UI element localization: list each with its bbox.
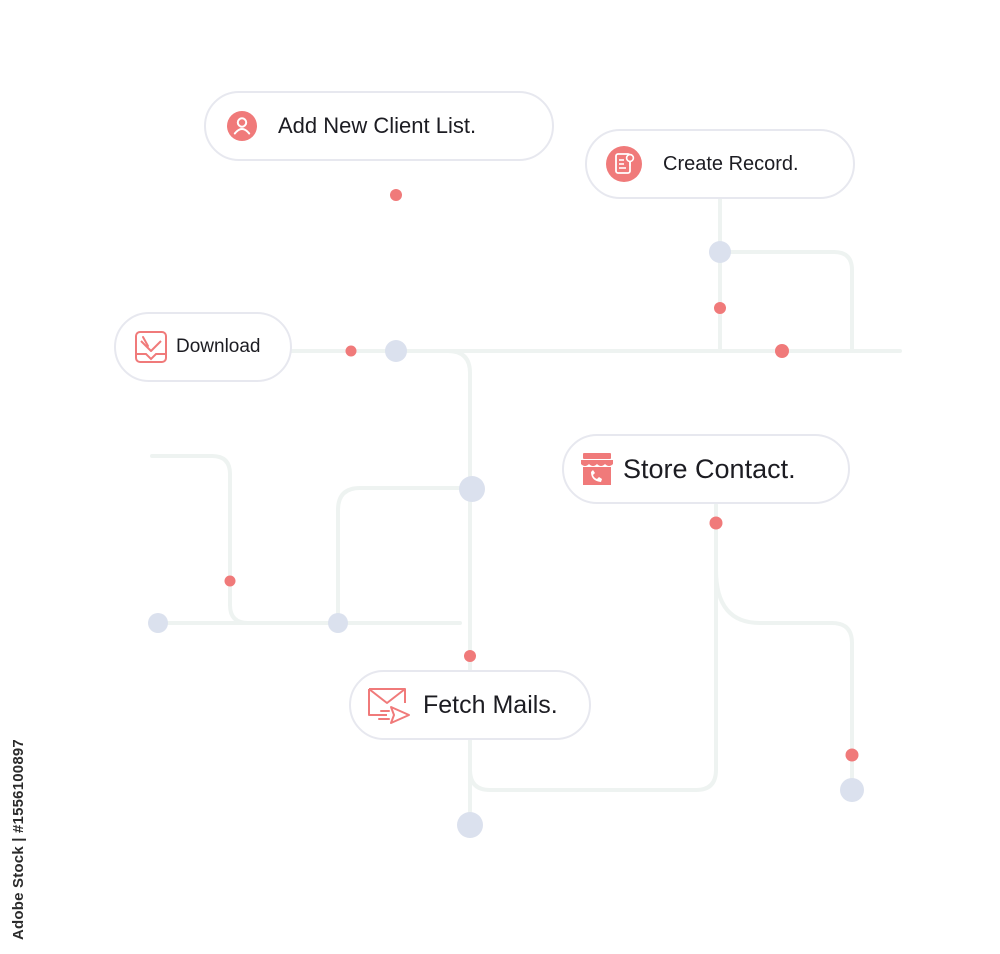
accent-dot	[345, 345, 357, 357]
user-icon	[226, 110, 258, 142]
accent-lines	[228, 193, 902, 757]
download-icon	[134, 330, 168, 364]
junction-node	[459, 476, 485, 502]
connector-record-loop	[718, 250, 854, 353]
accent-dot	[390, 189, 402, 201]
connector-bottom-loop	[468, 503, 718, 792]
node-store-contact[interactable]: Store Contact.	[562, 434, 850, 504]
accent-dot	[464, 650, 476, 662]
accent-dots	[224, 189, 859, 762]
stock-watermark: Adobe Stock | #1556100897	[10, 739, 27, 940]
node-label: Download	[176, 336, 261, 357]
node-fetch-mails[interactable]: Fetch Mails.	[349, 670, 591, 740]
connector-trunk-vertical	[394, 349, 472, 702]
junction-node	[840, 778, 864, 802]
accent-dot	[714, 302, 726, 314]
node-label: Fetch Mails.	[423, 690, 558, 719]
accent-dot	[775, 344, 789, 358]
junction-node	[328, 613, 348, 633]
store-phone-icon	[580, 451, 614, 487]
document-record-icon	[605, 145, 643, 183]
junction-node	[709, 241, 731, 263]
node-label: Create Record.	[663, 152, 799, 175]
mail-send-icon	[367, 685, 411, 725]
junction-node	[148, 613, 168, 633]
node-create-record[interactable]: Create Record.	[585, 129, 855, 199]
node-label: Add New Client List.	[278, 113, 477, 138]
connector-left-branch	[150, 454, 250, 625]
node-add-client-list[interactable]: Add New Client List.	[204, 91, 554, 161]
junctions	[148, 241, 864, 838]
junction-node	[385, 340, 407, 362]
node-download[interactable]: Download	[114, 312, 292, 382]
junction-node	[457, 812, 483, 838]
accent-dot	[845, 748, 859, 762]
connector-inner-loop	[336, 486, 474, 625]
connector-store-branch	[714, 568, 854, 792]
accent-dot	[224, 575, 236, 587]
node-label: Store Contact.	[623, 453, 796, 484]
accent-dot	[709, 516, 723, 530]
